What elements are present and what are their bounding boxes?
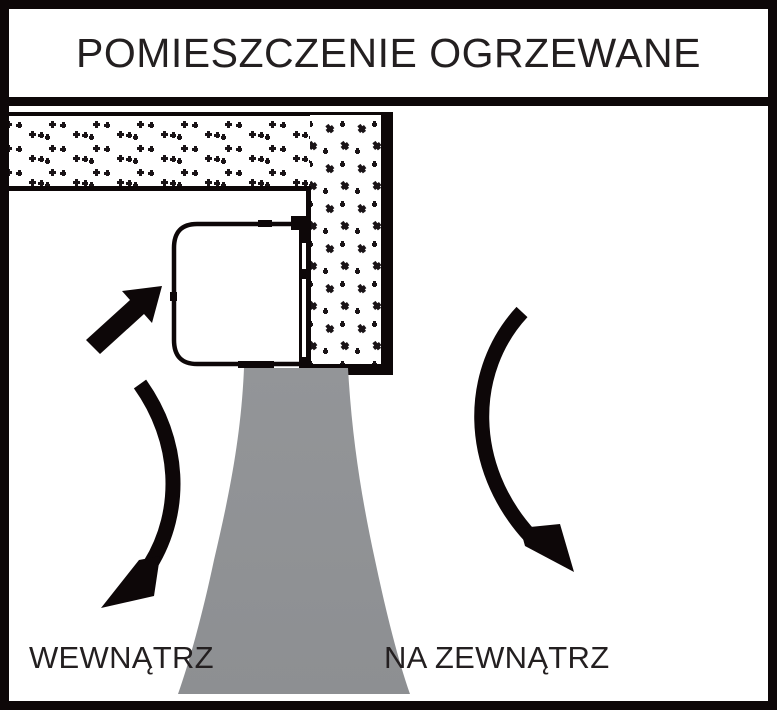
- title-box: POMIESZCZENIE OGRZEWANE: [9, 9, 768, 106]
- label-inside: WEWNĄTRZ: [29, 640, 214, 675]
- page-title: POMIESZCZENIE OGRZEWANE: [75, 29, 702, 76]
- label-outside: NA ZEWNĄTRZ: [384, 640, 610, 675]
